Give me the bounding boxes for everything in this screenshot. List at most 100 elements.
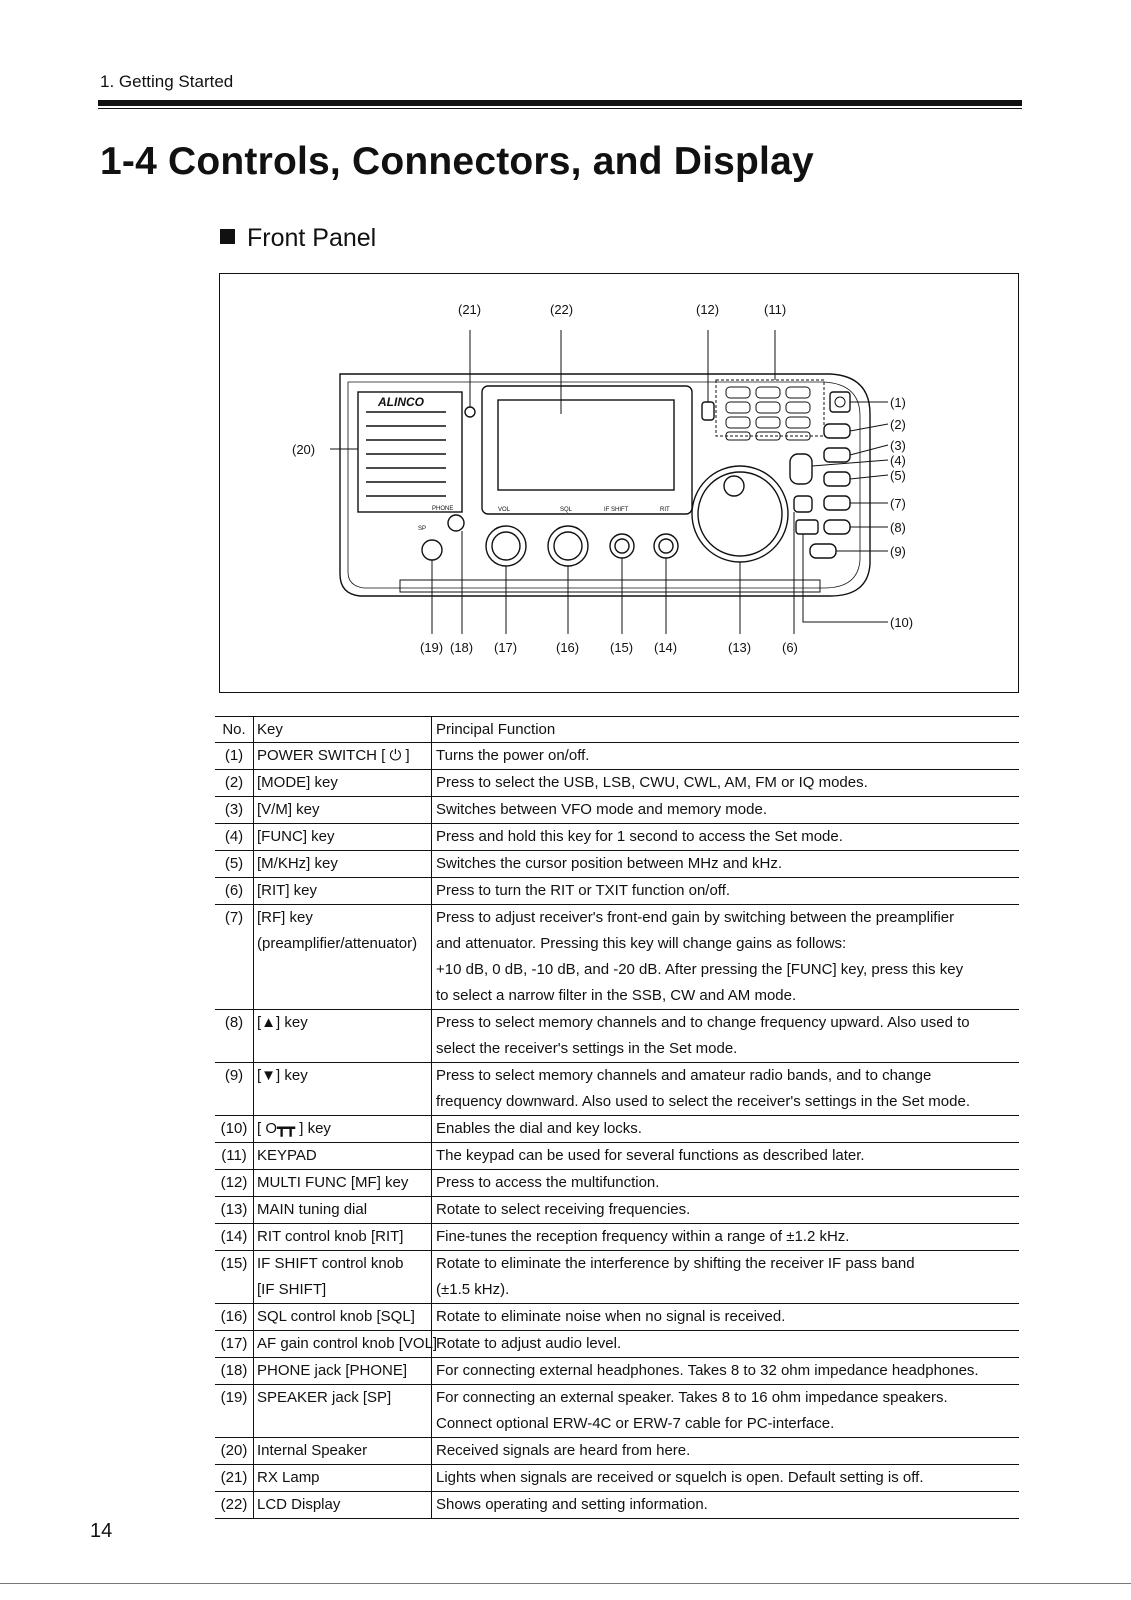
row-function: Enables the dial and key locks. (431, 1116, 1019, 1142)
header-rule (98, 100, 1022, 106)
front-panel-diagram: ALINCO VOL SQL IF SHIFT RIT PHONE SP (292, 302, 913, 655)
row-function: Turns the power on/off. (431, 743, 1019, 769)
row-key: [▼] key (253, 1063, 431, 1115)
callout-15: (15) (610, 640, 633, 655)
table-row: (7) [RF] key(preamplifier/attenuator) Pres… (215, 905, 1019, 1010)
function-line: (±1.5 kHz). (436, 1281, 510, 1298)
function-line: Press to select the USB, LSB, CWU, CWL, … (436, 774, 868, 791)
row-number: (12) (220, 1174, 248, 1191)
row-number: (11) (221, 1147, 247, 1164)
callout-21: (21) (458, 302, 481, 317)
callout-6: (6) (782, 640, 798, 655)
sp-jack (421, 539, 443, 561)
table-row: (12) MULTI FUNC [MF] key Press to access t… (215, 1170, 1019, 1197)
key-line: [▲] key (257, 1014, 308, 1031)
callout-8: (8) (890, 520, 906, 535)
row-key: MULTI FUNC [MF] key (253, 1170, 431, 1196)
front-panel-heading: Front Panel (220, 224, 376, 253)
label-ifshift: IF SHIFT (604, 507, 629, 513)
vol-knob (485, 525, 527, 567)
function-line: Fine-tunes the reception frequency withi… (436, 1228, 850, 1245)
row-number: (21) (220, 1469, 248, 1486)
function-line: Press and hold this key for 1 second to … (436, 828, 843, 845)
lock-key (795, 519, 819, 535)
lcd-display (481, 385, 693, 515)
callout-10: (10) (890, 615, 913, 630)
row-number: (10) (220, 1120, 248, 1137)
key-line: SQL control knob [SQL] (257, 1308, 415, 1325)
table-row: (18)PHONE jack [PHONE]For connecting ext… (215, 1358, 1019, 1385)
key-line: [RIT] key (257, 882, 318, 899)
row-function: For connecting an external speaker. Take… (431, 1385, 1019, 1437)
rit-key (793, 495, 813, 513)
callout-16: (16) (556, 640, 579, 655)
row-key: POWER SWITCH [ ⏻ ] (253, 743, 431, 769)
row-key: SPEAKER jack [SP] (253, 1385, 431, 1437)
function-line: Press to adjust receiver's front-end gai… (436, 909, 955, 926)
row-key: LCD Display (253, 1492, 431, 1518)
function-line: select the receiver's settings in the Se… (436, 1040, 738, 1057)
row-key: RIT control knob [RIT] (253, 1224, 431, 1250)
radio-base (399, 579, 821, 593)
row-function: Press to adjust receiver's front-end gai… (431, 905, 1019, 1009)
row-function: Received signals are heard from here. (431, 1438, 1019, 1464)
main-tuning-dial (691, 465, 789, 563)
callout-1: (1) (890, 395, 906, 410)
row-number: (16) (220, 1308, 248, 1325)
row-function: For connecting external headphones. Take… (431, 1358, 1019, 1384)
row-number: (1) (224, 747, 244, 764)
key-line: AF gain control knob [VOL] (257, 1335, 438, 1352)
callout-5: (5) (890, 468, 906, 483)
key-line: (preamplifier/attenuator) (257, 935, 418, 952)
row-key: AF gain control knob [VOL] (253, 1331, 438, 1357)
radio-body (339, 373, 871, 597)
row-number: (7) (224, 909, 244, 926)
brand-logo: ALINCO (377, 395, 425, 409)
row-function: Fine-tunes the reception frequency withi… (431, 1224, 1019, 1250)
row-key: [RF] key(preamplifier/attenuator) (253, 905, 431, 1009)
callout-17: (17) (494, 640, 517, 655)
row-function: Rotate to eliminate noise when no signal… (431, 1304, 1019, 1330)
header-key: Key (253, 717, 431, 742)
table-row: (17)AF gain control knob [VOL]Rotate to … (215, 1331, 1019, 1358)
label-vol: VOL (498, 507, 511, 513)
key-line: [IF SHIFT] (257, 1281, 327, 1298)
row-key: [RIT] key (253, 878, 431, 904)
key-line: KEYPAD (257, 1147, 317, 1164)
sql-knob (547, 525, 589, 567)
function-line: Shows operating and setting information. (436, 1496, 708, 1513)
row-number: (17) (220, 1335, 248, 1352)
callout-4: (4) (890, 453, 906, 468)
row-function: Press to select memory channels and to c… (431, 1010, 1019, 1062)
phone-jack (447, 514, 465, 532)
callout-3: (3) (890, 438, 906, 453)
function-line: For connecting external headphones. Take… (436, 1362, 979, 1379)
controls-table: No. Key Principal Function (1)POWER SWIT… (215, 716, 1019, 1519)
row-key: [M/KHz] key (253, 851, 431, 877)
row-key: [▲] key (253, 1010, 431, 1062)
function-line: Received signals are heard from here. (436, 1442, 691, 1459)
table-row: (14)RIT control knob [RIT]Fine-tunes the… (215, 1224, 1019, 1251)
speaker-grille (357, 391, 463, 513)
key-line: MULTI FUNC [MF] key (257, 1174, 409, 1191)
key-line: PHONE jack [PHONE] (257, 1362, 408, 1379)
rf-key (823, 495, 851, 511)
radio-front-edge (347, 381, 861, 589)
section-label: 1. Getting Started (100, 72, 234, 91)
func-key (789, 453, 813, 485)
header-function: Principal Function (431, 717, 1019, 742)
table-row: (16) SQL control knob [SQL] Rotate to elim… (215, 1304, 1019, 1331)
row-key: Internal Speaker (253, 1438, 431, 1464)
callout-14: (14) (654, 640, 677, 655)
function-line: Press to access the multifunction. (436, 1174, 660, 1191)
footer-rule (0, 1583, 1131, 1584)
mf-key (701, 401, 715, 421)
row-key: MAIN tuning dial (253, 1197, 431, 1223)
row-number: (9) (224, 1067, 244, 1084)
row-function: Press to select the USB, LSB, CWU, CWL, … (431, 770, 1019, 796)
